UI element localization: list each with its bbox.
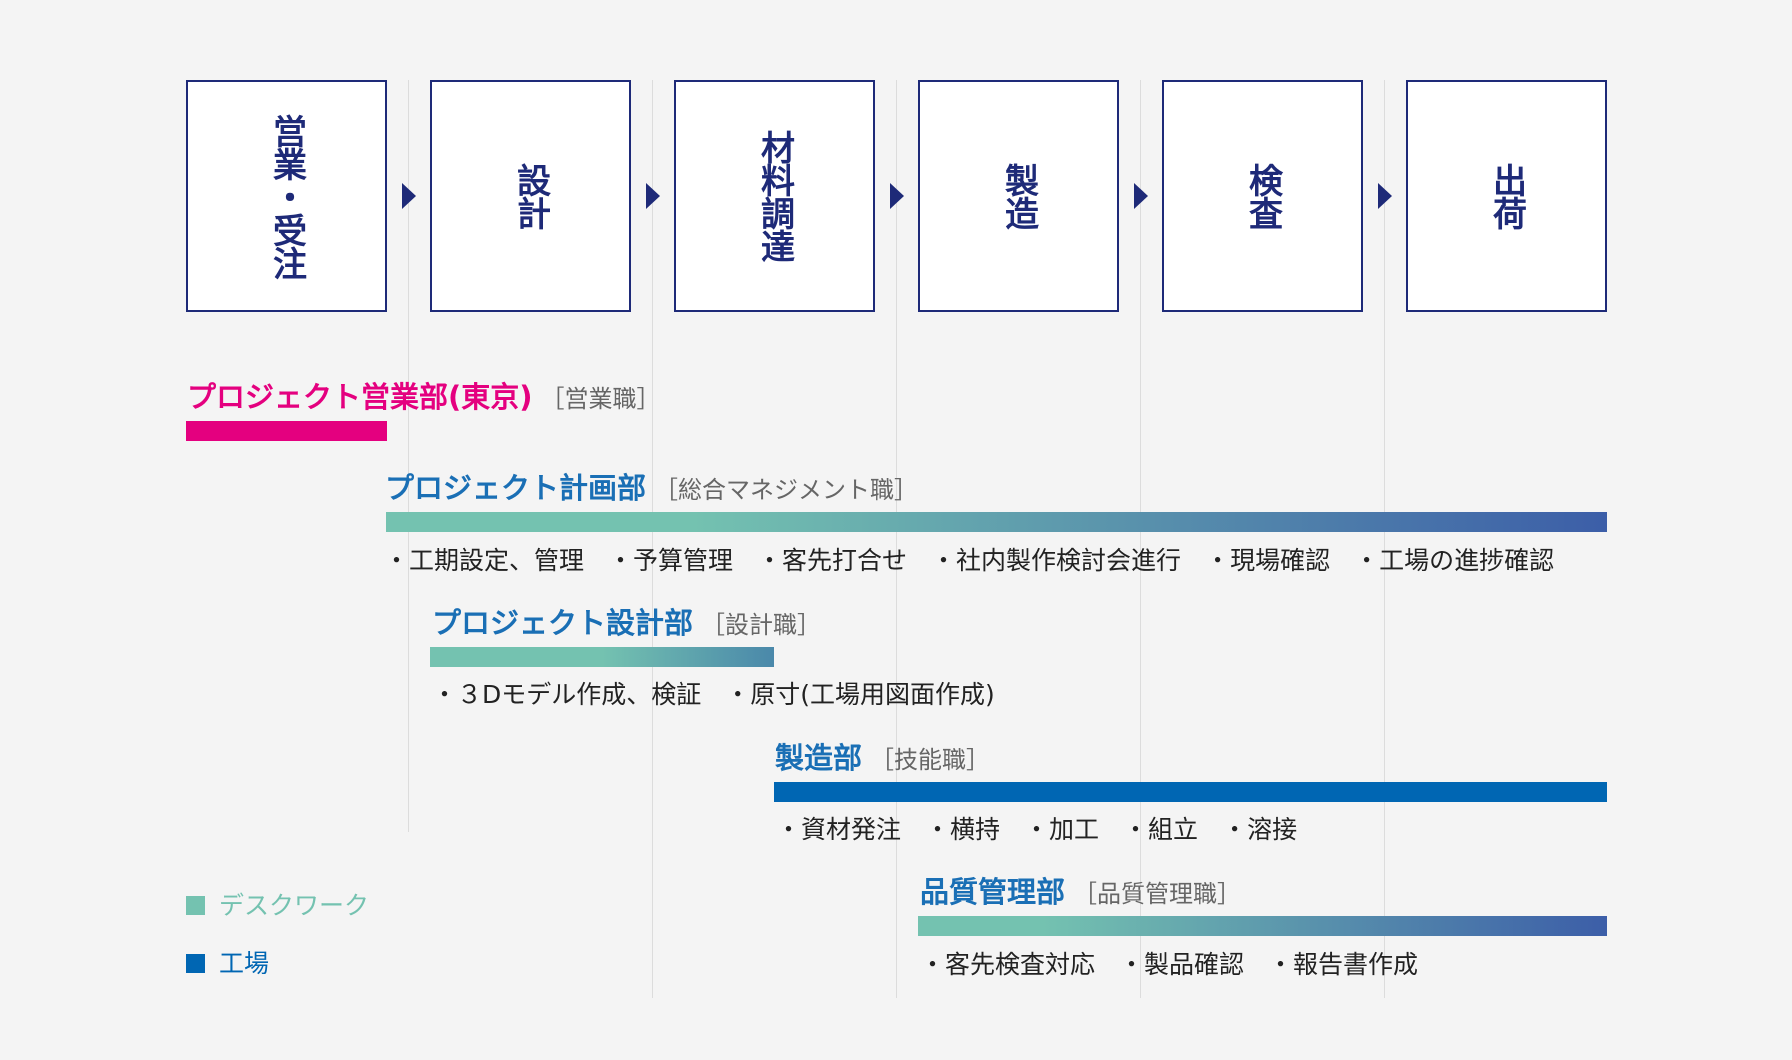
flow-arrow-right-icon bbox=[890, 183, 904, 209]
dept-quality-tasks: ・客先検査対応・製品確認・報告書作成 bbox=[920, 952, 1442, 977]
flow-step-shipping: 出荷 bbox=[1406, 80, 1607, 312]
dept-planning-tasks: ・工期設定、管理・予算管理・客先打合せ・社内製作検討会進行・現場確認・工場の進捗… bbox=[384, 548, 1578, 573]
dept-planning-task: ・工場の進捗確認 bbox=[1354, 546, 1555, 575]
dept-design-task: ・原寸(工場用図面作成) bbox=[725, 680, 995, 709]
column-divider-5 bbox=[1384, 80, 1385, 998]
dept-quality-task: ・客先検査対応 bbox=[920, 950, 1096, 979]
dept-quality-task: ・製品確認 bbox=[1119, 950, 1245, 979]
flow-arrow-right-icon bbox=[1378, 183, 1392, 209]
flow-step-label: 材料調達 bbox=[754, 130, 795, 262]
dept-manufacturing-title: 製造部［技能職］ bbox=[775, 744, 990, 773]
flow-step-sales-order: 営業・受注 bbox=[186, 80, 387, 312]
column-divider-2 bbox=[652, 80, 653, 998]
flow-step-manufacturing: 製造 bbox=[918, 80, 1119, 312]
legend-factory-swatch bbox=[186, 954, 205, 973]
dept-planning-title: プロジェクト計画部［総合マネジメント職］ bbox=[385, 474, 918, 503]
dept-design-role: ［設計職］ bbox=[701, 611, 822, 639]
flow-step-design: 設計 bbox=[430, 80, 631, 312]
dept-manufacturing-task: ・溶接 bbox=[1222, 815, 1298, 844]
dept-planning-role: ［総合マネジメント職］ bbox=[654, 476, 919, 504]
flow-step-inspection: 検査 bbox=[1162, 80, 1363, 312]
dept-quality-task: ・報告書作成 bbox=[1268, 950, 1419, 979]
dept-sales-bar bbox=[186, 421, 387, 441]
dept-manufacturing-task: ・横持 bbox=[925, 815, 1001, 844]
dept-planning-task: ・予算管理 bbox=[608, 546, 734, 575]
dept-design-task: ・３Dモデル作成、検証 bbox=[432, 680, 702, 709]
flow-step-label: 営業・受注 bbox=[266, 113, 307, 279]
dept-design-name: プロジェクト設計部 bbox=[432, 606, 694, 640]
flow-step-label: 出荷 bbox=[1486, 163, 1527, 229]
dept-manufacturing-role: ［技能職］ bbox=[870, 746, 991, 774]
dept-planning-name: プロジェクト計画部 bbox=[385, 471, 647, 505]
legend-desk-work: デスクワーク bbox=[186, 893, 369, 918]
dept-planning-task: ・工期設定、管理 bbox=[384, 546, 585, 575]
flow-step-label: 検査 bbox=[1242, 163, 1283, 229]
dept-manufacturing-task: ・加工 bbox=[1024, 815, 1100, 844]
dept-quality-name: 品質管理部 bbox=[920, 875, 1066, 909]
dept-manufacturing-tasks: ・資材発注・横持・加工・組立・溶接 bbox=[776, 817, 1321, 842]
flow-step-procurement: 材料調達 bbox=[674, 80, 875, 312]
dept-manufacturing-task: ・資材発注 bbox=[776, 815, 902, 844]
dept-manufacturing-bar bbox=[774, 782, 1607, 802]
dept-manufacturing-task: ・組立 bbox=[1123, 815, 1199, 844]
dept-quality-role: ［品質管理職］ bbox=[1073, 880, 1242, 908]
dept-planning-task: ・現場確認 bbox=[1205, 546, 1331, 575]
dept-planning-task: ・客先打合せ bbox=[757, 546, 908, 575]
dept-manufacturing-name: 製造部 bbox=[775, 741, 863, 775]
flow-step-label: 設計 bbox=[510, 163, 551, 229]
legend-desk-work-label: デスクワーク bbox=[219, 891, 370, 920]
column-divider-1 bbox=[408, 80, 409, 832]
column-divider-4 bbox=[1140, 80, 1141, 998]
dept-sales-role: ［営業職］ bbox=[540, 385, 661, 413]
legend-factory-label: 工場 bbox=[219, 949, 270, 978]
dept-planning-bar bbox=[386, 512, 1607, 532]
dept-quality-bar bbox=[918, 916, 1607, 936]
dept-quality-title: 品質管理部［品質管理職］ bbox=[920, 878, 1241, 907]
dept-planning-task: ・社内製作検討会進行 bbox=[931, 546, 1182, 575]
legend-factory: 工場 bbox=[186, 951, 269, 976]
dept-sales-name: プロジェクト営業部(東京) bbox=[187, 380, 533, 414]
column-divider-3 bbox=[896, 80, 897, 998]
dept-sales-title: プロジェクト営業部(東京)［営業職］ bbox=[187, 383, 661, 412]
flow-arrow-right-icon bbox=[1134, 183, 1148, 209]
flow-arrow-right-icon bbox=[646, 183, 660, 209]
dept-design-bar bbox=[430, 647, 774, 667]
flow-arrow-right-icon bbox=[402, 183, 416, 209]
dept-design-tasks: ・３Dモデル作成、検証・原寸(工場用図面作成) bbox=[432, 682, 1019, 707]
legend-desk-work-swatch bbox=[186, 896, 205, 915]
flow-step-label: 製造 bbox=[998, 163, 1039, 229]
dept-design-title: プロジェクト設計部［設計職］ bbox=[432, 609, 821, 638]
